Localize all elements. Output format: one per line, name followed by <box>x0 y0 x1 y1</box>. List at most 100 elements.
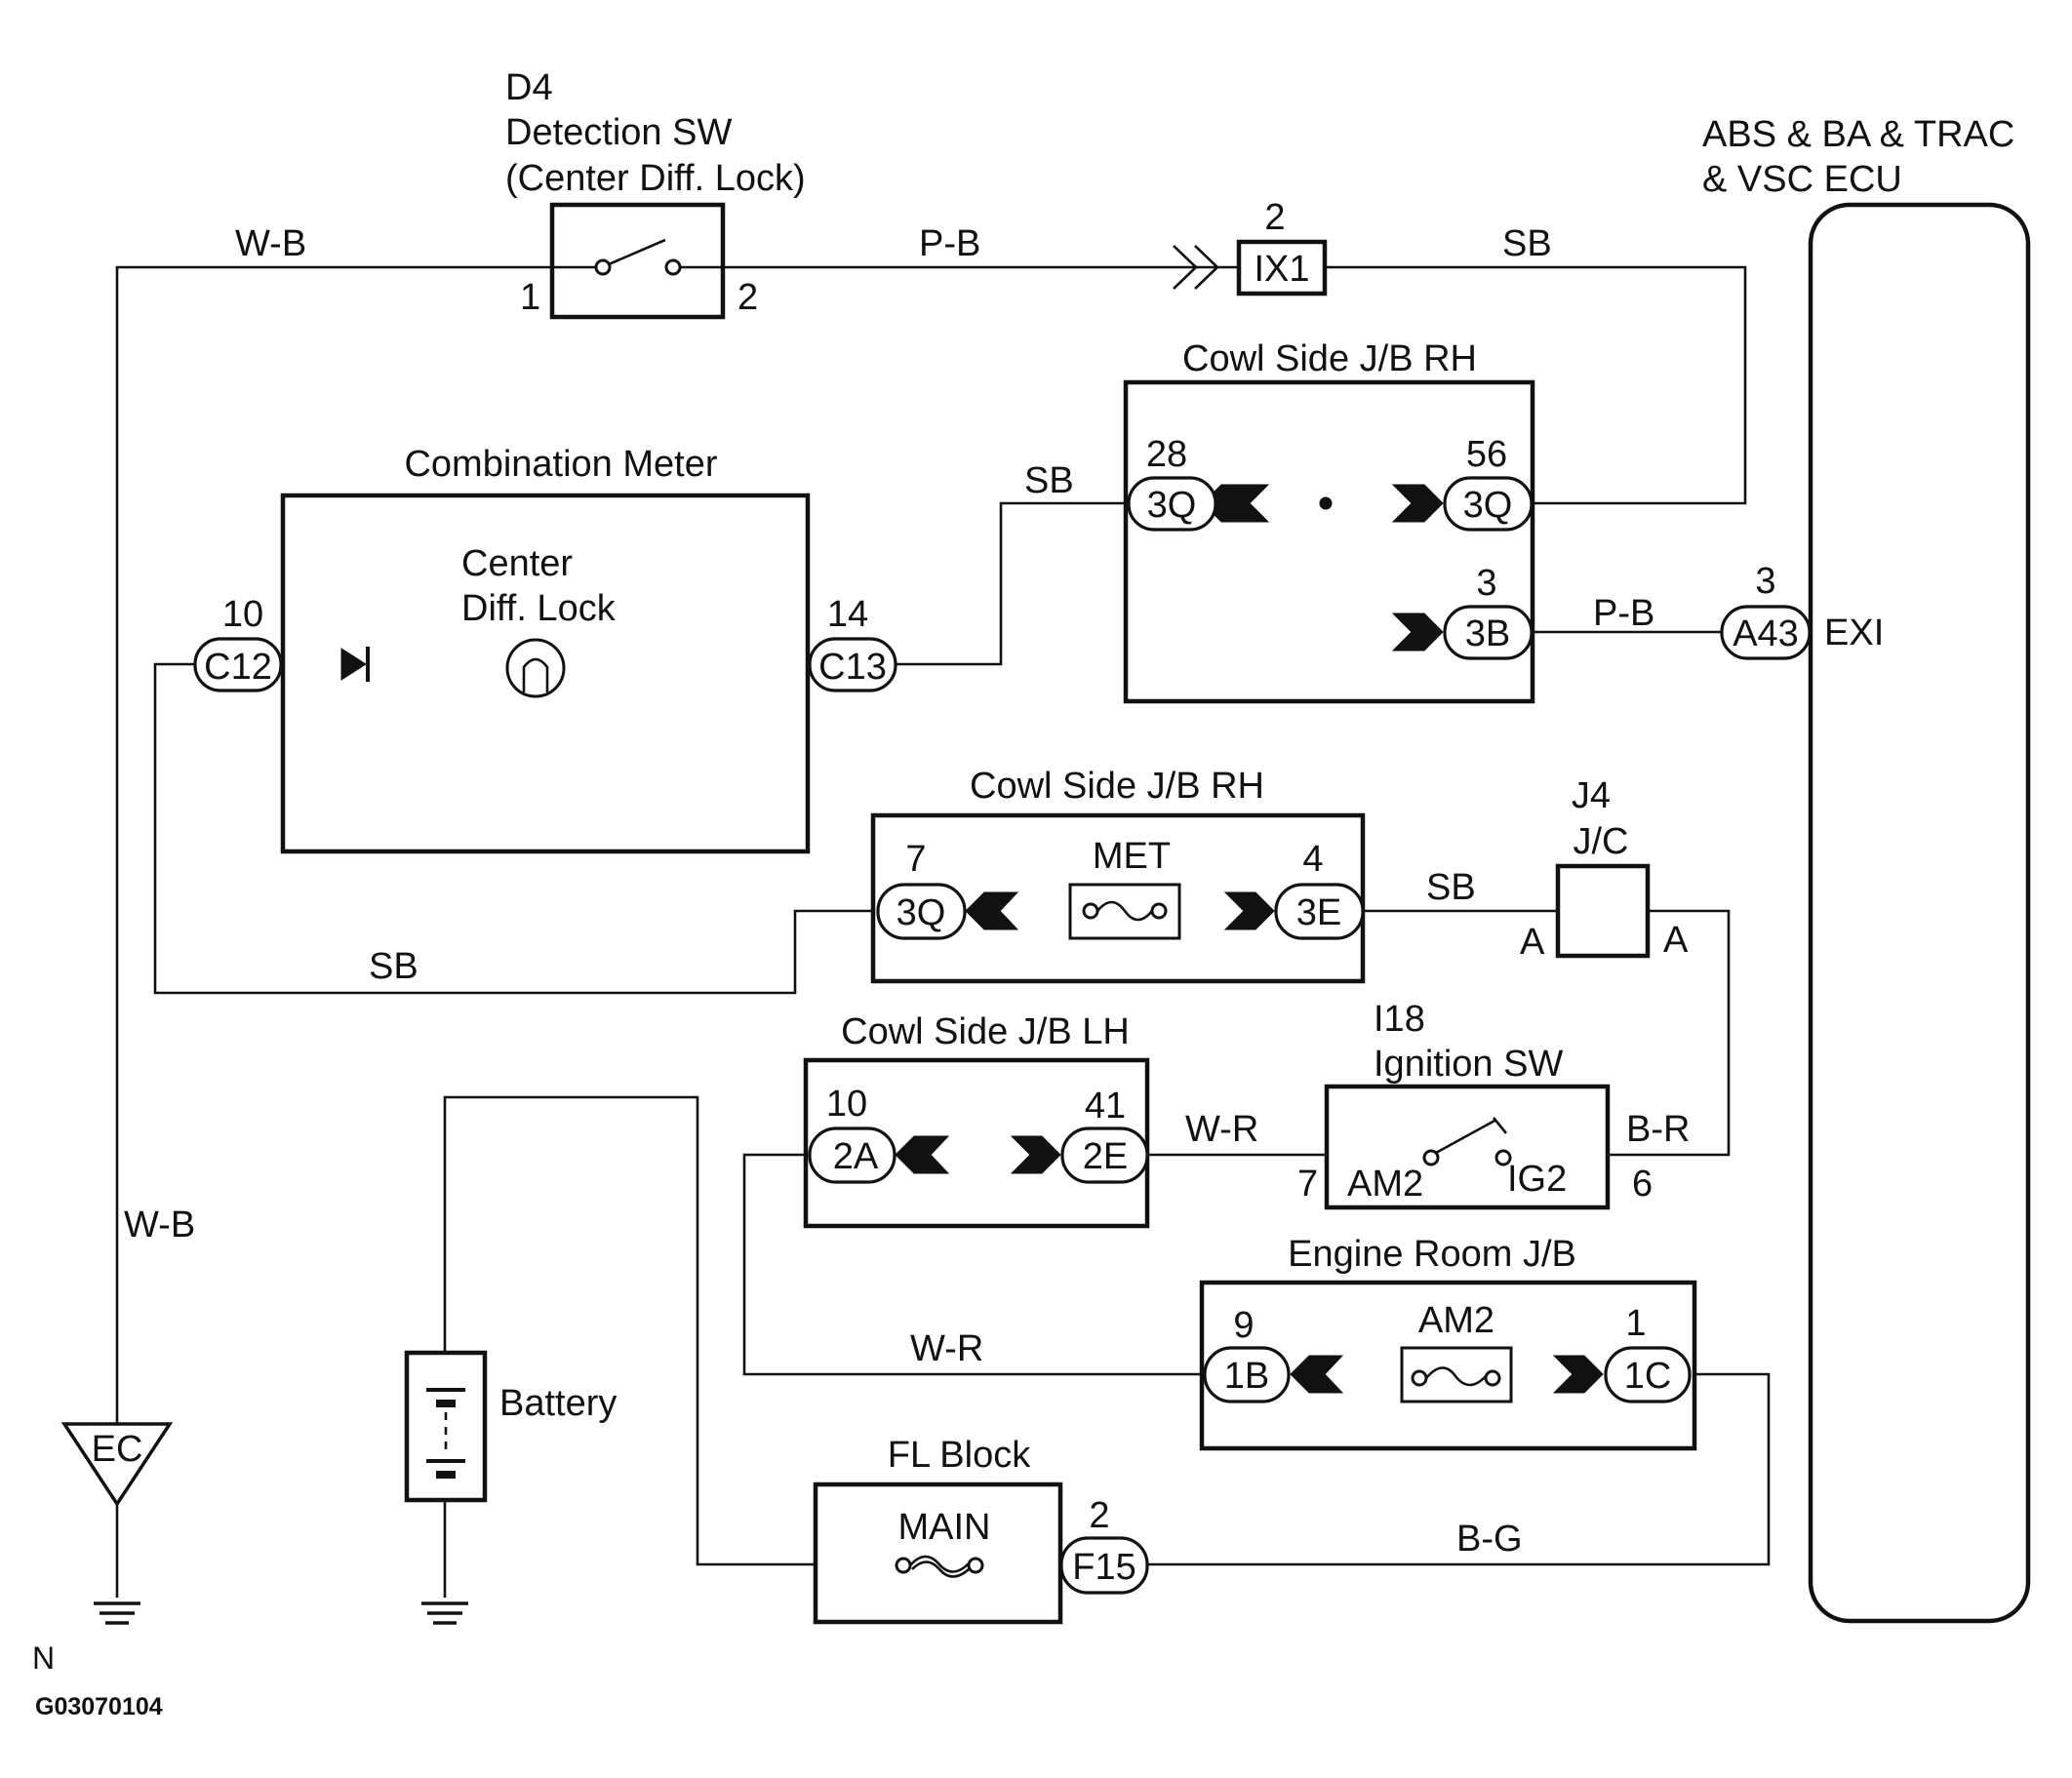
switch-contact-left <box>594 258 612 276</box>
conn-3q-28 <box>1127 476 1217 532</box>
fl-block-label: FL Block <box>888 1435 1031 1476</box>
wire-label-sb-met: SB <box>1426 867 1476 908</box>
ec-ground-label: EC <box>92 1429 143 1470</box>
wire-label-pb-3b: P-B <box>1593 593 1654 634</box>
conn-3e-label: 3E <box>1296 892 1341 933</box>
conn-3e <box>1274 883 1365 940</box>
conn-1c <box>1604 1346 1692 1403</box>
conn-3q-7-label: 3Q <box>897 892 946 933</box>
d4-pin-2: 2 <box>737 277 758 318</box>
i18-name-label: Ignition SW <box>1374 1044 1563 1085</box>
wire-sb-bottom <box>153 662 878 995</box>
d4-name-label: Detection SW <box>505 112 732 153</box>
met-fuse-end-right <box>1150 902 1168 920</box>
d4-switch-box <box>549 202 726 320</box>
main-fuse-icon-2 <box>911 1561 970 1578</box>
am2-fuse-icon <box>1425 1366 1487 1387</box>
ix1-box <box>1236 239 1328 296</box>
conn-c13-label: C13 <box>818 647 887 688</box>
ground-ec: EC <box>60 1422 174 1625</box>
switch-blade <box>608 238 666 266</box>
conn-f15 <box>1059 1536 1149 1595</box>
switch-contact-right <box>664 258 682 276</box>
cowl-pin-28: 28 <box>1146 434 1187 475</box>
ignition-switch: I18 Ignition SW AM2 IG2 7 6 <box>1297 999 1653 1210</box>
lh-pin-41: 41 <box>1085 1086 1126 1126</box>
battery-label: Battery <box>499 1383 617 1424</box>
ix1-chevron-1 <box>1173 245 1198 290</box>
ign-switch-blade <box>1435 1118 1497 1155</box>
arrow-3b <box>1391 612 1444 652</box>
main-fuse-icon <box>909 1555 970 1573</box>
main-fuse-end-left <box>895 1557 912 1574</box>
wire-label-wr-lower: W-R <box>910 1328 983 1369</box>
conn-2e-label: 2E <box>1083 1136 1128 1177</box>
wire-wr-lower <box>742 1153 1201 1376</box>
cowl-pin-3: 3 <box>1476 563 1496 604</box>
cowl-side-jb-lh: Cowl Side J/B LH 2A 10 2E 41 <box>803 1011 1150 1229</box>
a43-connector: A43 3 <box>1720 561 1812 660</box>
wire-label-wr-ign: W-R <box>1185 1109 1258 1150</box>
ground-battery <box>421 1601 468 1625</box>
wire-sb-top <box>1325 265 1747 505</box>
conn-1c-label: 1C <box>1624 1356 1672 1397</box>
d4-sub-label: (Center Diff. Lock) <box>505 158 806 199</box>
am2-fuse-end-right <box>1484 1369 1501 1387</box>
conn-3b <box>1443 605 1534 660</box>
conn-1b-label: 1B <box>1224 1356 1269 1397</box>
lamp-icon <box>505 638 566 698</box>
conn-3q-56 <box>1443 476 1534 532</box>
conn-c13 <box>808 637 897 692</box>
abs-vsc-ecu: ABS & BA & TRAC & VSC ECU EXI <box>1702 114 2031 1624</box>
j4-name-label: J/C <box>1574 821 1629 862</box>
lh-pin-10: 10 <box>826 1084 867 1125</box>
wire-wb <box>115 265 552 1438</box>
wire-label-wb-left: W-B <box>124 1205 195 1245</box>
j4-box <box>1555 863 1651 959</box>
ix1-label: IX1 <box>1254 249 1309 290</box>
ix1-chevron-2 <box>1194 245 1219 290</box>
center-diff-label-1: Center <box>461 543 573 584</box>
footer-code: G03070104 <box>35 1693 163 1720</box>
main-fuse-label: MAIN <box>898 1507 991 1548</box>
fl-block-box <box>813 1482 1063 1625</box>
conn-a43 <box>1720 605 1812 660</box>
cowl-rh-met-label: Cowl Side J/B RH <box>970 766 1264 807</box>
wire-sb-c13 <box>896 501 1129 666</box>
lamp-filament <box>522 657 549 692</box>
center-diff-label-2: Diff. Lock <box>461 588 617 629</box>
met-fuse-end-left <box>1082 902 1099 920</box>
arrow-2e <box>1010 1135 1061 1174</box>
ign-pin-6: 6 <box>1632 1164 1653 1205</box>
conn-2e <box>1060 1126 1149 1184</box>
er-pin-9: 9 <box>1233 1305 1254 1346</box>
ecu-label-line1: ABS & BA & TRAC <box>1702 114 2014 155</box>
met-fuse-icon <box>1096 900 1153 922</box>
fl-block: FL Block MAIN F15 2 <box>813 1435 1149 1625</box>
cowl-pin-56: 56 <box>1466 434 1507 475</box>
cowl-side-jb-rh-upper: Cowl Side J/B RH 3Q 28 3Q 56 3B 3 <box>1123 338 1535 704</box>
c13-pin: 14 <box>827 594 868 635</box>
conn-c12-label: C12 <box>204 647 272 688</box>
engine-room-label: Engine Room J/B <box>1288 1234 1576 1275</box>
am2-fuse-label: AM2 <box>1418 1300 1494 1341</box>
wire-label-wb-top: W-B <box>235 223 306 264</box>
cowl-rh-upper-label: Cowl Side J/B RH <box>1182 338 1477 379</box>
wire-label-sb-top: SB <box>1502 223 1552 264</box>
ix1-pin: 2 <box>1264 197 1285 238</box>
ecu-body <box>1808 202 2031 1624</box>
d4-ref-label: D4 <box>505 67 553 108</box>
d4-detection-switch: D4 Detection SW (Center Diff. Lock) 1 2 <box>505 67 806 320</box>
footer-n: N <box>32 1640 55 1676</box>
ign-switch-tip <box>1492 1117 1508 1134</box>
wire-label-br: B-R <box>1626 1109 1690 1150</box>
wire-label-bg: B-G <box>1456 1519 1523 1560</box>
combo-meter-label: Combination Meter <box>404 444 717 485</box>
ign-term-ig2: IG2 <box>1507 1159 1567 1200</box>
j4-junction-connector: J4 J/C A A <box>1520 775 1689 963</box>
battery: Battery <box>404 1350 617 1503</box>
wire-br <box>1606 909 1731 1157</box>
wire-label-sb-c13: SB <box>1024 460 1074 501</box>
wire-label-sb-bottom: SB <box>369 946 418 987</box>
